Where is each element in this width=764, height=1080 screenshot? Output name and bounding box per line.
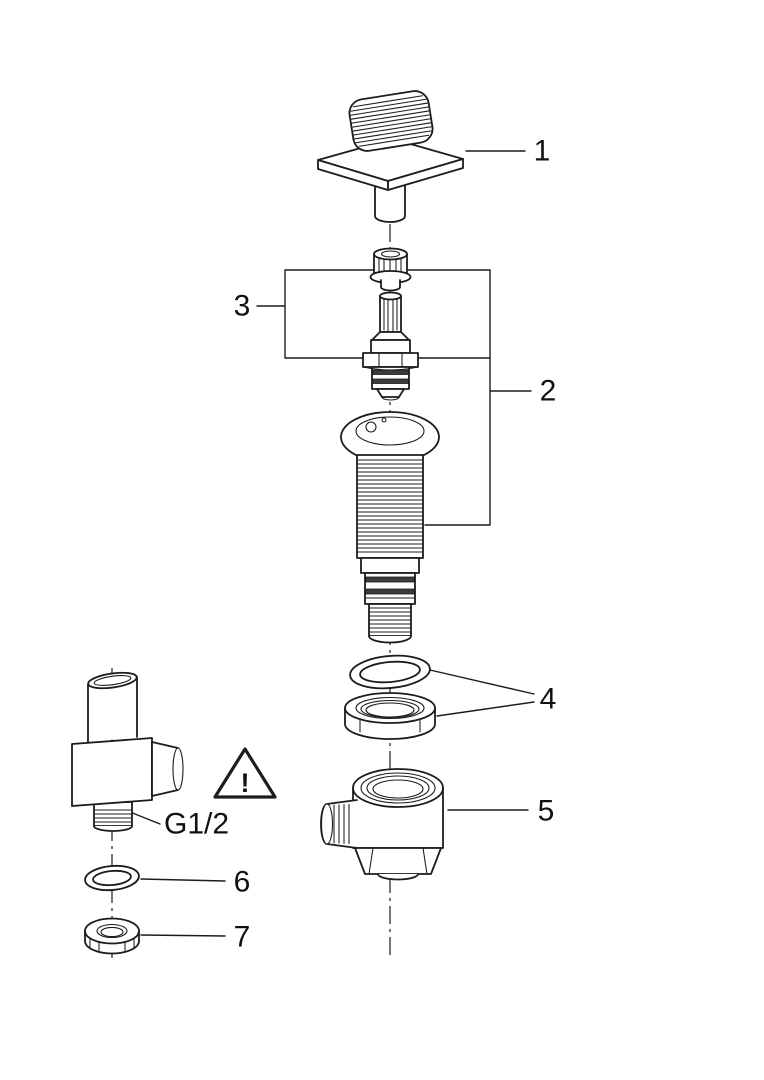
part-handle: [317, 90, 464, 223]
part-elbow-fitting: [320, 768, 444, 881]
part-label-3: 3: [234, 290, 251, 323]
handle-plate-side-right: [387, 158, 464, 191]
bracket-part2: [424, 269, 532, 526]
valve-body: [71, 737, 153, 807]
shank-pin-hole: [381, 417, 387, 423]
part-label-5: 5: [538, 795, 555, 828]
handle-grip: [348, 90, 434, 152]
part-washer: [84, 864, 140, 892]
leader-part7: [140, 934, 226, 937]
shank-hole: [365, 421, 377, 433]
part-mounting-nut: [344, 692, 436, 740]
part-labels: 1 2 3 4 5 6 7 G1/2: [164, 135, 556, 954]
part-label-7: 7: [234, 921, 251, 954]
shank-oring-lower: [365, 588, 415, 595]
shank-oring-upper: [365, 576, 415, 583]
part-seal-ring: [349, 654, 431, 690]
leader-thread-size: [129, 811, 161, 825]
wall-pipe-opening: [87, 671, 138, 690]
part-label-6: 6: [234, 866, 251, 899]
part-label-1: 1: [534, 135, 551, 168]
cartridge-oring-lower: [372, 378, 409, 384]
part-label-4: 4: [540, 683, 557, 716]
leader-part6: [140, 878, 226, 882]
thread-size-label: G1/2: [164, 808, 229, 841]
part-locknut: [84, 917, 140, 955]
part-cartridge: [362, 291, 419, 401]
part-handle-adapter: [369, 247, 412, 292]
cartridge-oring-upper: [372, 369, 409, 375]
reference-lines: [129, 150, 535, 937]
part-label-2: 2: [540, 375, 557, 408]
part-threaded-shank: [340, 411, 440, 644]
warning-mark: !: [241, 768, 250, 798]
warning-icon: !: [213, 747, 277, 799]
bracket-part3: [256, 269, 491, 359]
leader-part4: [429, 669, 535, 717]
part-wall-valve: [71, 671, 184, 832]
